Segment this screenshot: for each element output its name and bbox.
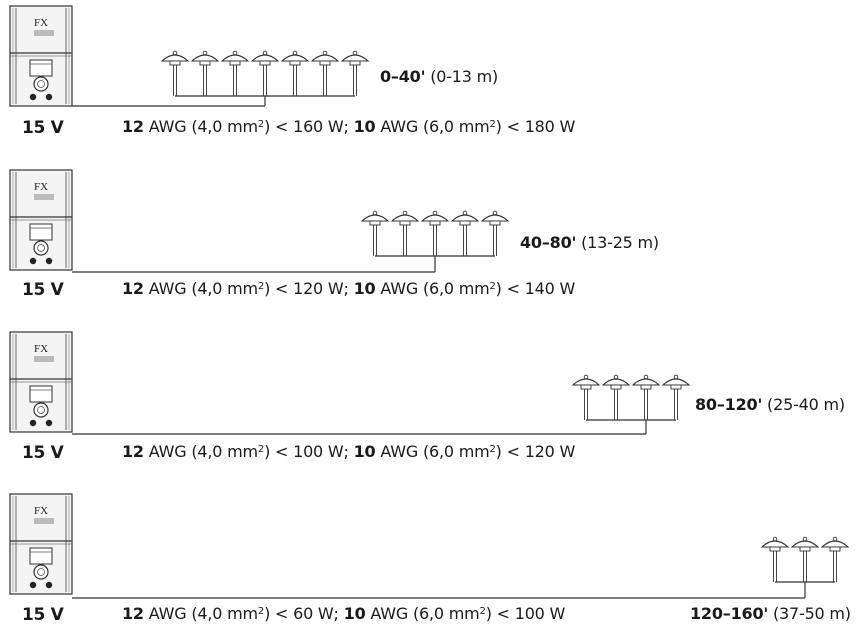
fixture-icon	[390, 210, 420, 256]
transformer-logo: FX	[34, 343, 48, 355]
fixture-icon	[250, 50, 280, 96]
distance-feet: 0–40'	[380, 67, 426, 86]
voltage-label: 15 V	[22, 280, 64, 300]
awg10-text: AWG (6,0 mm	[375, 279, 490, 298]
transformer-logo: FX	[34, 17, 48, 29]
awg10-sup: 2	[489, 119, 496, 130]
fixture-icon	[631, 374, 661, 420]
awg10-value: 10	[353, 442, 376, 461]
transformer-icon: FX	[9, 5, 73, 107]
awg10-sup: 2	[479, 606, 486, 617]
transformer-icon: FX	[9, 331, 73, 433]
distance-feet: 80–120'	[695, 395, 763, 414]
wire-gauge-spec: 12 AWG (4,0 mm2) < 120 W; 10 AWG (6,0 mm…	[122, 279, 575, 298]
fixture-icon	[360, 210, 390, 256]
distance-metric: (25-40 m)	[762, 395, 845, 414]
fixture-icon	[340, 50, 370, 96]
awg12-value: 12	[122, 117, 144, 136]
distance-range: 0–40' (0-13 m)	[380, 67, 498, 86]
awg10-limit: ) < 120 W	[495, 442, 576, 461]
awg12-text: AWG (4,0 mm	[143, 279, 258, 298]
awg12-limit: ) < 120 W;	[264, 279, 354, 298]
awg12-sup: 2	[257, 444, 265, 455]
fixture-icon	[661, 374, 691, 420]
fixture-icon	[420, 210, 450, 256]
wire-gauge-spec: 12 AWG (4,0 mm2) < 60 W; 10 AWG (6,0 mm2…	[122, 604, 565, 623]
distance-metric: (0-13 m)	[425, 67, 499, 86]
awg12-limit: ) < 60 W;	[264, 604, 344, 623]
run-row: FX	[9, 169, 510, 273]
fixture-icon	[601, 374, 631, 420]
awg12-limit: ) < 160 W;	[264, 117, 354, 136]
fixture-icon	[760, 536, 790, 582]
voltage-label: 15 V	[22, 443, 64, 463]
wire-gauge-spec: 12 AWG (4,0 mm2) < 100 W; 10 AWG (6,0 mm…	[122, 442, 575, 461]
awg10-value: 10	[353, 117, 376, 136]
run-row: FX	[9, 331, 691, 435]
awg12-value: 12	[122, 604, 144, 623]
fixture-icon	[820, 536, 850, 582]
fixture-group	[360, 210, 510, 272]
awg10-value: 10	[353, 279, 376, 298]
awg10-sup: 2	[489, 281, 496, 292]
fixture-icon	[790, 536, 820, 582]
awg12-sup: 2	[257, 281, 265, 292]
awg12-text: AWG (4,0 mm	[143, 117, 258, 136]
awg12-value: 12	[122, 442, 144, 461]
transformer-logo: FX	[34, 181, 48, 193]
awg12-limit: ) < 100 W;	[264, 442, 354, 461]
awg12-sup: 2	[257, 119, 265, 130]
transformer-icon: FX	[9, 493, 73, 595]
run-row: FX	[9, 5, 370, 107]
wire-gauge-spec: 12 AWG (4,0 mm2) < 160 W; 10 AWG (6,0 mm…	[122, 117, 575, 136]
fixture-icon	[480, 210, 510, 256]
distance-range: 120–160' (37-50 m)	[690, 604, 851, 623]
distance-feet: 120–160'	[690, 604, 769, 623]
fixture-icon	[450, 210, 480, 256]
fixture-group	[571, 374, 691, 434]
fixture-group	[760, 536, 850, 598]
awg12-text: AWG (4,0 mm	[143, 442, 258, 461]
voltage-label: 15 V	[22, 605, 64, 625]
awg10-limit: ) < 180 W	[495, 117, 576, 136]
voltage-label: 15 V	[22, 118, 64, 138]
distance-metric: (13-25 m)	[576, 233, 659, 252]
fixture-icon	[310, 50, 340, 96]
awg12-text: AWG (4,0 mm	[143, 604, 258, 623]
awg10-limit: ) < 100 W	[485, 604, 566, 623]
awg10-text: AWG (6,0 mm	[375, 442, 490, 461]
fixture-icon	[160, 50, 190, 96]
awg10-value: 10	[343, 604, 366, 623]
fixture-icon	[571, 374, 601, 420]
awg10-sup: 2	[489, 444, 496, 455]
awg10-text: AWG (6,0 mm	[375, 117, 490, 136]
transformer-icon: FX	[9, 169, 73, 271]
awg10-text: AWG (6,0 mm	[365, 604, 480, 623]
fixture-icon	[220, 50, 250, 96]
distance-range: 80–120' (25-40 m)	[695, 395, 845, 414]
fixture-icon	[280, 50, 310, 96]
transformer-logo: FX	[34, 505, 48, 517]
distance-range: 40–80' (13-25 m)	[520, 233, 659, 252]
awg10-limit: ) < 140 W	[495, 279, 576, 298]
awg12-value: 12	[122, 279, 144, 298]
distance-metric: (37-50 m)	[768, 604, 851, 623]
awg12-sup: 2	[257, 606, 265, 617]
run-row: FX	[9, 493, 850, 599]
fixture-icon	[190, 50, 220, 96]
distance-feet: 40–80'	[520, 233, 577, 252]
fixture-group	[160, 50, 370, 106]
